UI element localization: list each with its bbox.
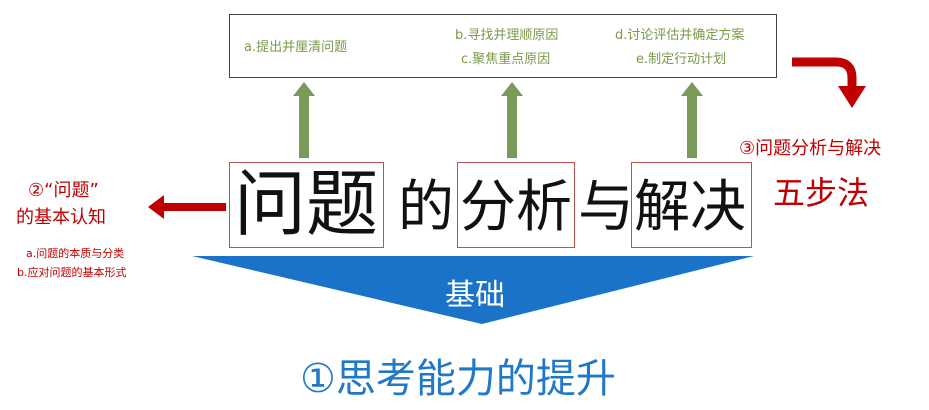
title-solution: 解决	[634, 175, 746, 240]
step-b-text: b.寻找并理顺原因	[455, 28, 559, 43]
arrow-up-analysis	[501, 82, 523, 158]
step-e-text: e.制定行动计划	[636, 52, 727, 67]
right-note-line2: 五步法	[773, 174, 870, 212]
step-d-text: d.讨论评估并确定方案	[615, 28, 745, 43]
arrow-left-red	[148, 195, 226, 219]
left-note-sub1: a.问题的本质与分类	[26, 247, 125, 260]
foundation-triangle	[192, 256, 754, 324]
right-note-line1: ③问题分析与解决	[739, 138, 882, 159]
steps-box	[229, 14, 777, 78]
foundation-label: 基础	[445, 278, 505, 313]
title-and: 与	[578, 175, 634, 240]
title-analysis: 分析	[460, 175, 572, 240]
title-box-solution	[631, 162, 752, 248]
left-note-line1: ②“问题”	[28, 180, 99, 201]
step-c-text: c.聚焦重点原因	[461, 52, 551, 67]
left-note-sub2: b.应对问题的基本形式	[17, 266, 127, 279]
title-problem: 问题	[234, 162, 379, 246]
title-box-problem	[229, 162, 384, 248]
step-a-text: a.提出并厘清问题	[244, 40, 348, 55]
arrow-curve-down-red	[792, 57, 866, 108]
left-note-line2: 的基本认知	[16, 207, 106, 228]
arrow-up-solution	[681, 82, 703, 158]
foundation-caption: ①思考能力的提升	[300, 356, 616, 402]
title-box-analysis	[457, 162, 575, 248]
title-de: 的	[398, 175, 454, 240]
arrow-up-problem	[293, 82, 315, 158]
